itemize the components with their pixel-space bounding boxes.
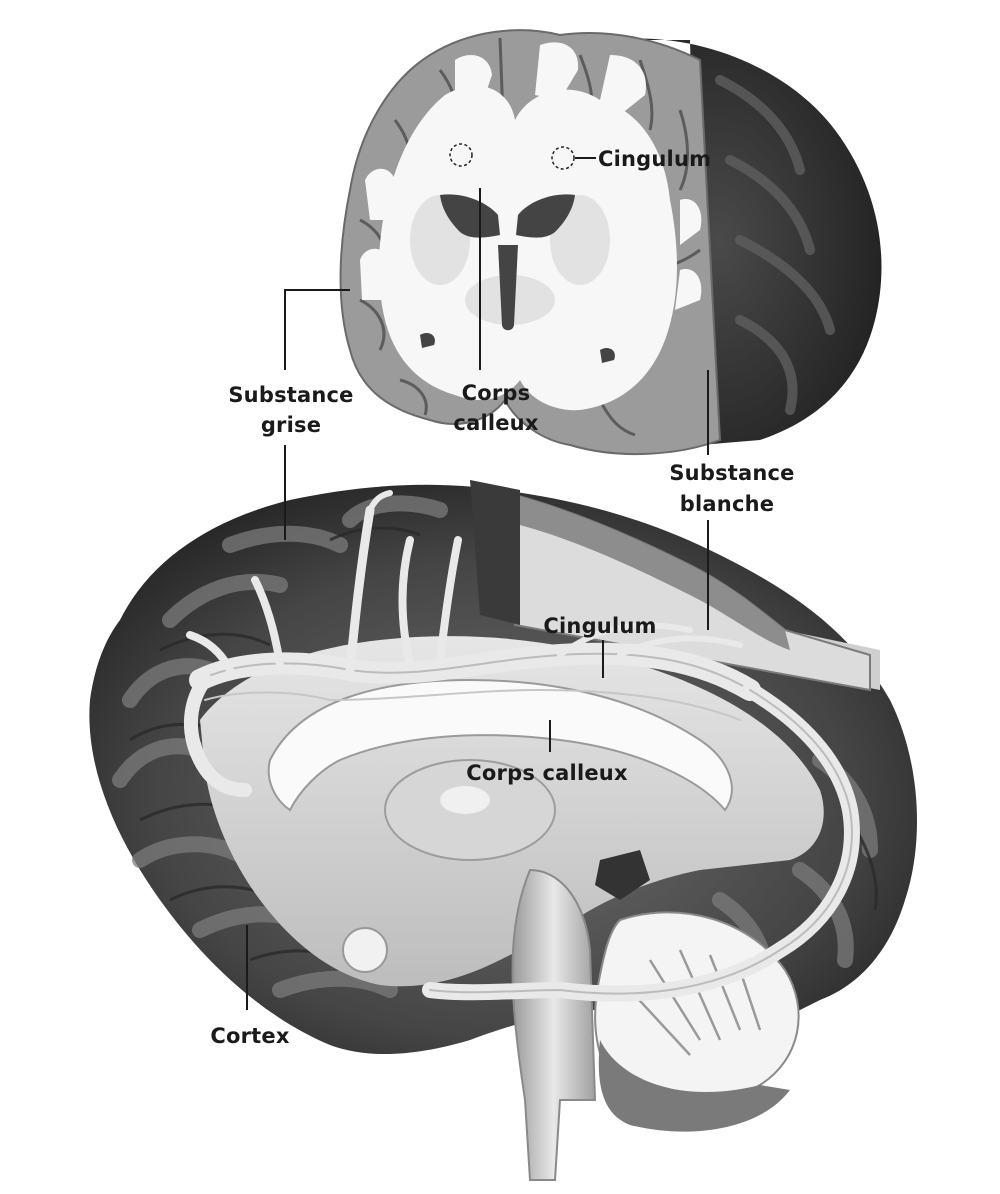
coronal-ventricles (420, 194, 615, 363)
cingulum-marker-left (449, 143, 473, 167)
leader-lines (246, 157, 709, 1010)
label-substance-grise-line1: Substance (228, 383, 353, 407)
coronal-white-matter (378, 85, 677, 411)
sagittal-section (89, 480, 918, 1181)
coronal-section (339, 29, 882, 456)
corpus-callosum (267, 678, 733, 812)
cerebellum-folia (629, 949, 762, 1056)
fornix-highlight (440, 786, 490, 814)
olfactory-bulb (342, 927, 388, 973)
label-cingulum-top: Cingulum (598, 147, 711, 171)
label-cingulum-bottom: Cingulum (543, 614, 656, 638)
label-cortex: Cortex (210, 1024, 289, 1048)
label-corps-calleux-top-line1: Corps (462, 381, 531, 405)
sagittal-cutaway-dark-edge (470, 480, 520, 625)
coronal-white-matter-gyri (360, 42, 702, 310)
fourth-ventricle (595, 850, 650, 900)
sagittal-sulci (129, 526, 878, 967)
sagittal-cutaway-grey-rim (515, 495, 790, 650)
label-substance-blanche-line1: Substance (669, 461, 794, 485)
label-corps-calleux-bottom: Corps calleux (466, 761, 628, 785)
brainstem (511, 868, 597, 1181)
cingulum-marker-right (551, 146, 575, 170)
label-substance-blanche-line2: blanche (680, 492, 774, 516)
cingulum-fibers (183, 490, 860, 1002)
coronal-exterior-gyri (715, 75, 835, 415)
labels: Cingulum Corps calleux Substance grise S… (210, 147, 794, 1048)
cerebellum-base (598, 1040, 790, 1132)
label-substance-grise-line2: grise (261, 413, 321, 437)
label-corps-calleux-top-line2: calleux (453, 411, 538, 435)
leader-substance-grise-top (284, 289, 350, 370)
